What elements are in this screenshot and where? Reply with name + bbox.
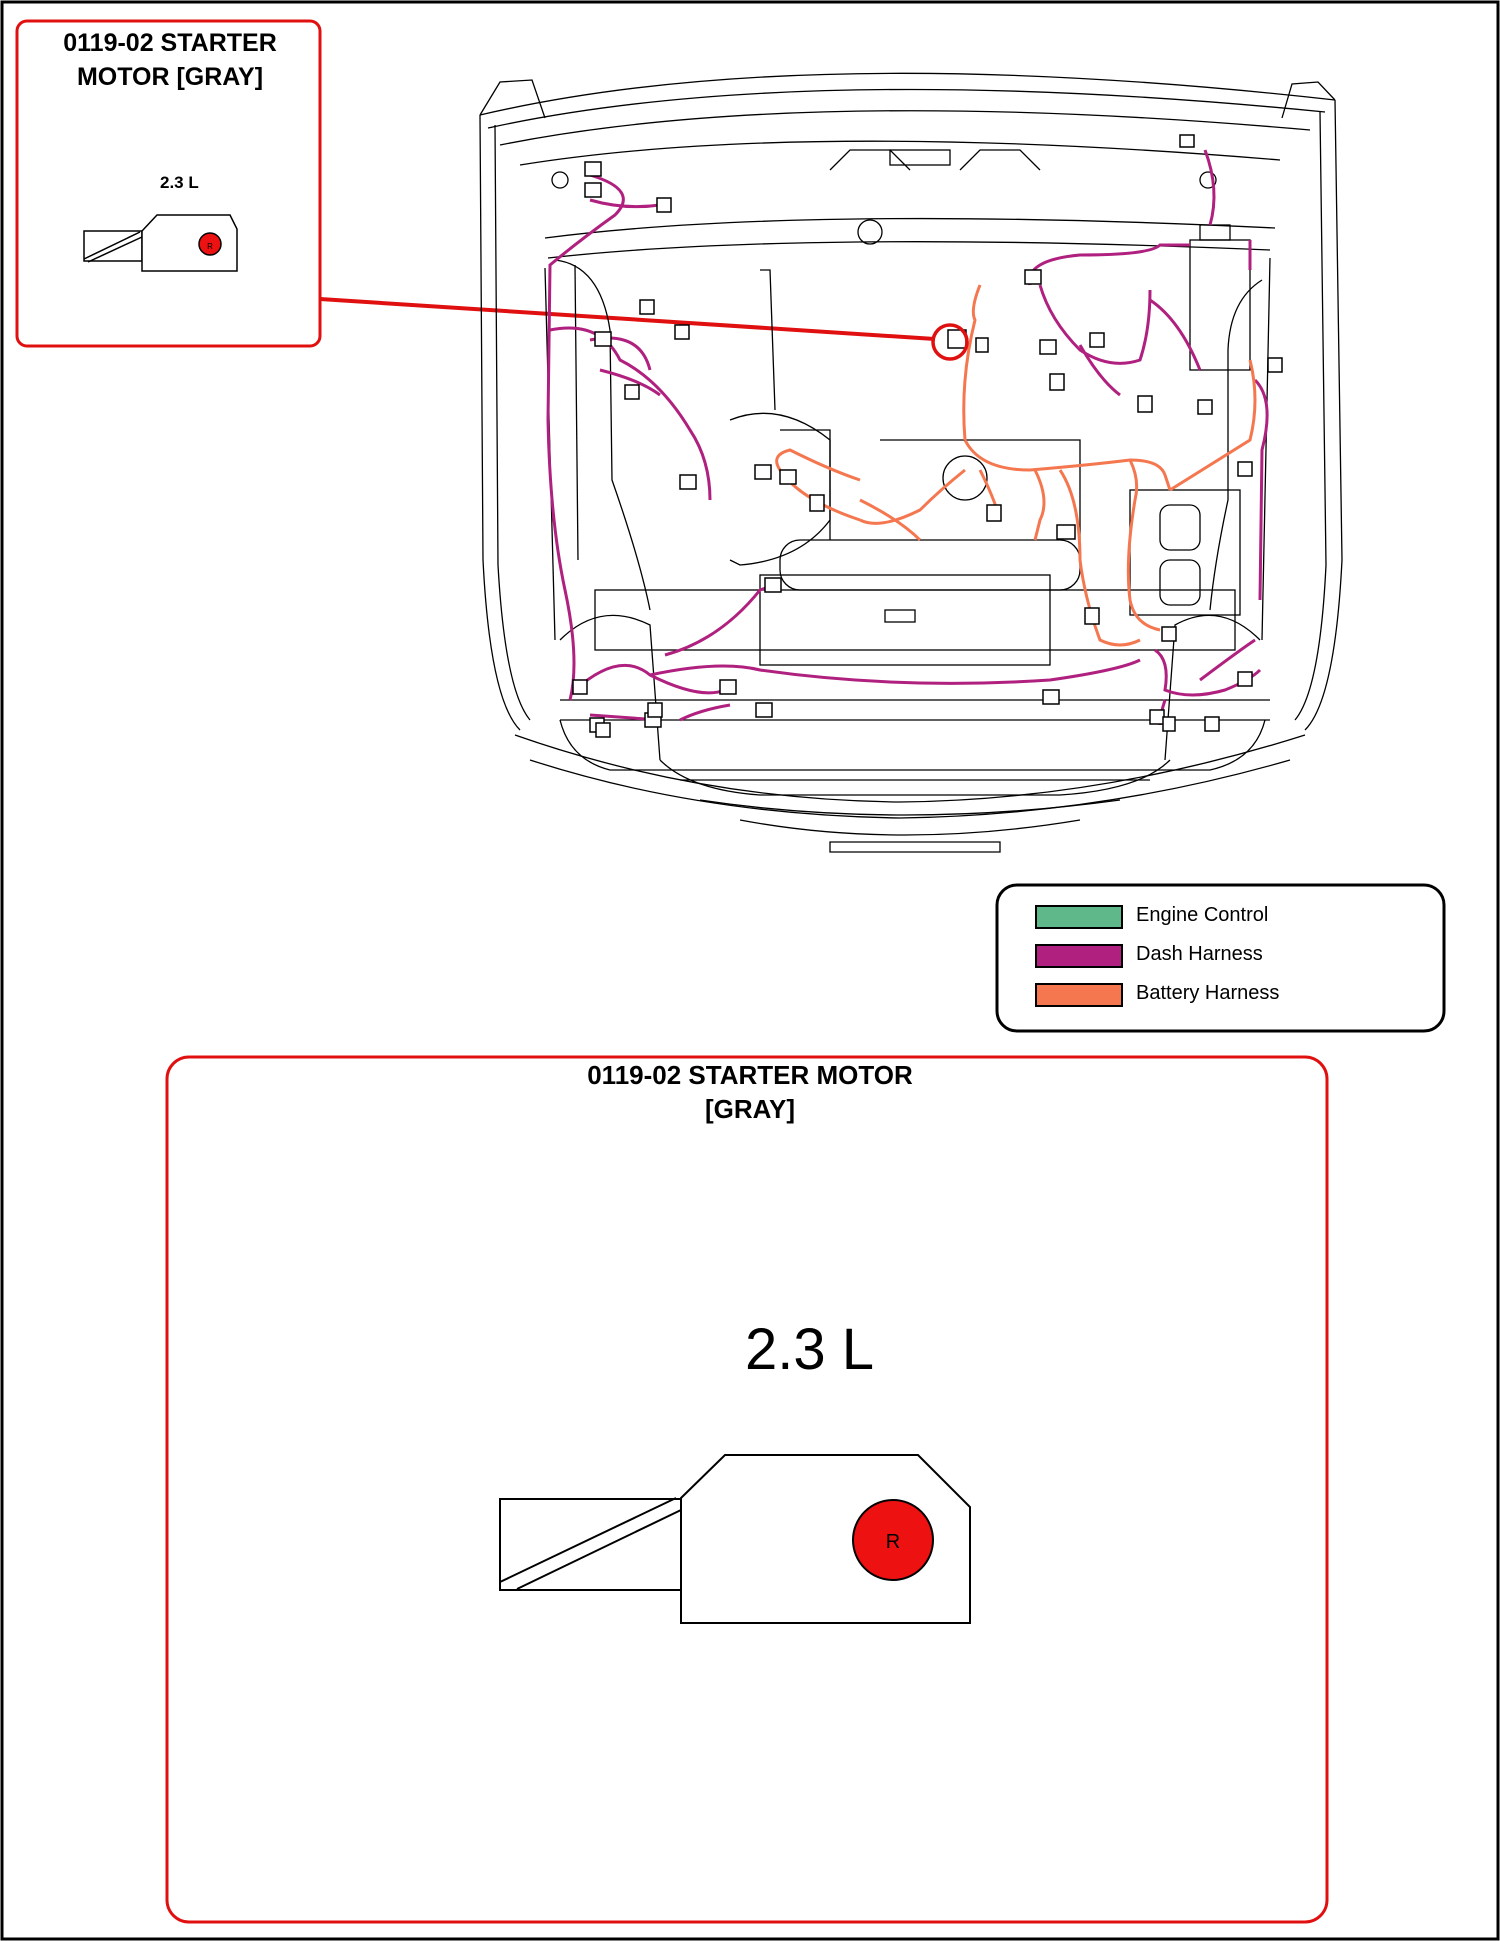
inset-pin-label: R <box>207 242 213 251</box>
connector-marker <box>1161 626 1177 642</box>
connector-marker <box>679 474 697 490</box>
inset-box <box>15 19 322 348</box>
legend-swatch-engine-control <box>1035 905 1123 929</box>
connector-marker <box>1237 671 1253 687</box>
connector-marker <box>1162 716 1176 732</box>
connector-marker <box>584 182 602 198</box>
connector-marker <box>764 577 782 593</box>
connector-marker <box>1137 395 1153 413</box>
connector-marker <box>1179 134 1195 148</box>
connector-marker <box>595 722 611 738</box>
legend-label-dash-harness: Dash Harness <box>1136 943 1263 965</box>
connector-marker <box>674 324 690 340</box>
connector-markers <box>572 134 1283 738</box>
connector-marker <box>1024 269 1042 285</box>
detail-engine-label: 2.3 L <box>745 1317 874 1382</box>
target-connector-circle <box>931 323 969 361</box>
detail-box <box>165 1055 1329 1924</box>
connector-marker <box>594 331 612 347</box>
inset-pin-r <box>198 232 222 256</box>
connector-marker <box>639 299 655 315</box>
connector-marker <box>755 702 773 718</box>
detail-pin-label: R <box>886 1531 900 1553</box>
connector-marker <box>572 679 588 695</box>
detail-pin-r <box>852 1499 934 1581</box>
connector-marker <box>986 504 1002 522</box>
vehicle-engine-bay <box>479 72 1343 853</box>
dash-harness-wiring <box>546 149 1269 726</box>
connector-marker <box>1197 399 1213 415</box>
connector-marker <box>719 679 737 695</box>
connector-marker <box>656 197 672 213</box>
connector-marker <box>1204 716 1220 732</box>
connector-marker <box>1267 357 1283 373</box>
connector-marker <box>584 161 602 177</box>
inset-title: 0119-02 STARTER MOTOR [GRAY] <box>63 29 277 91</box>
connector-marker <box>809 494 825 512</box>
detail-title: 0119-02 STARTER MOTOR [GRAY] <box>587 1060 913 1124</box>
inset-connector-icon <box>83 214 238 272</box>
connector-marker <box>1056 524 1076 540</box>
connector-marker <box>1149 709 1165 725</box>
connector-marker <box>1084 607 1100 625</box>
legend-swatch-battery-harness <box>1035 983 1123 1007</box>
leader-line <box>319 297 936 341</box>
legend-label-battery-harness: Battery Harness <box>1136 982 1280 1004</box>
connector-marker <box>1042 689 1060 705</box>
connector-marker <box>1039 339 1057 355</box>
legend-label-engine-control: Engine Control <box>1136 904 1269 926</box>
inset-engine-label: 2.3 L <box>160 173 199 192</box>
connector-marker <box>624 384 640 400</box>
detail-connector-icon <box>499 1454 971 1624</box>
battery-harness-wiring <box>775 284 1257 647</box>
connector-marker <box>1089 332 1105 348</box>
legend-swatches <box>1035 905 1123 1007</box>
connector-marker <box>975 337 989 353</box>
connector-marker <box>779 469 797 485</box>
legend-swatch-dash-harness <box>1035 944 1123 968</box>
connector-marker <box>647 702 663 718</box>
connector-marker <box>1049 373 1065 391</box>
connector-marker <box>754 464 772 480</box>
connector-marker <box>1237 461 1253 477</box>
